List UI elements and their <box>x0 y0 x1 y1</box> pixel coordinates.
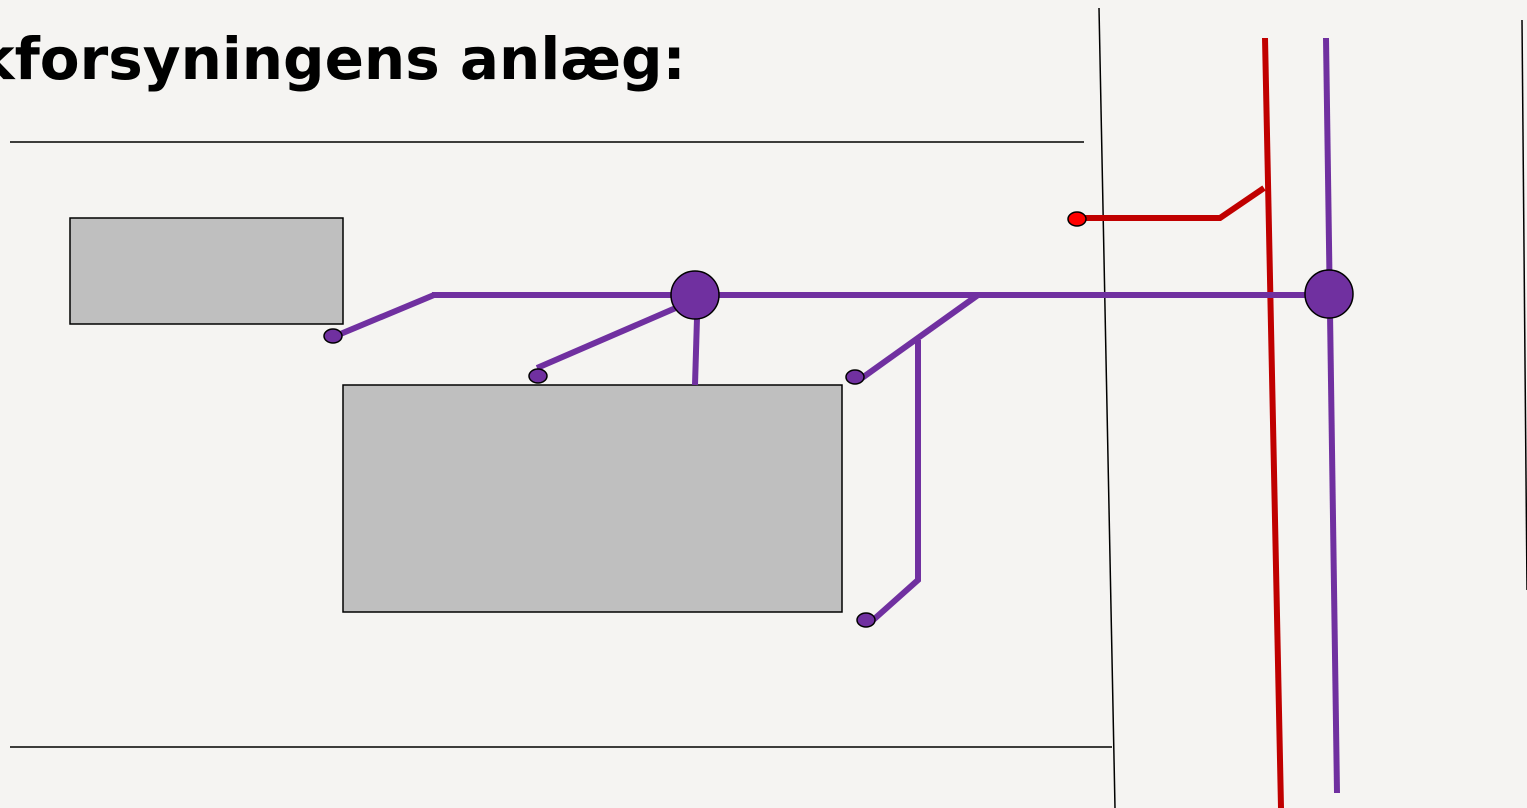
branch-to-small-building <box>336 292 436 338</box>
red-valve <box>1067 211 1087 227</box>
water-main-purple <box>1323 37 1340 794</box>
valve-small-building <box>323 328 343 344</box>
valve-right-lower <box>856 612 876 628</box>
valve-right-upper <box>845 369 865 385</box>
junction-main-valve <box>670 270 720 320</box>
building-small <box>69 217 344 325</box>
junction-street-valve <box>1304 269 1354 319</box>
road-edge-left <box>1098 7 1116 808</box>
valve-large-building-left <box>528 368 548 384</box>
branch-vertical-large <box>692 317 700 386</box>
slide-title: kforsyningens anlæg: <box>0 25 686 93</box>
branch-right-down <box>870 340 921 624</box>
road-edge-right <box>1521 19 1527 591</box>
water-main-red <box>1262 37 1284 808</box>
building-large <box>342 384 843 613</box>
branch-diagonal-large <box>535 304 680 371</box>
branch-right-upper <box>860 292 980 381</box>
red-branch-pipe <box>1083 185 1266 221</box>
